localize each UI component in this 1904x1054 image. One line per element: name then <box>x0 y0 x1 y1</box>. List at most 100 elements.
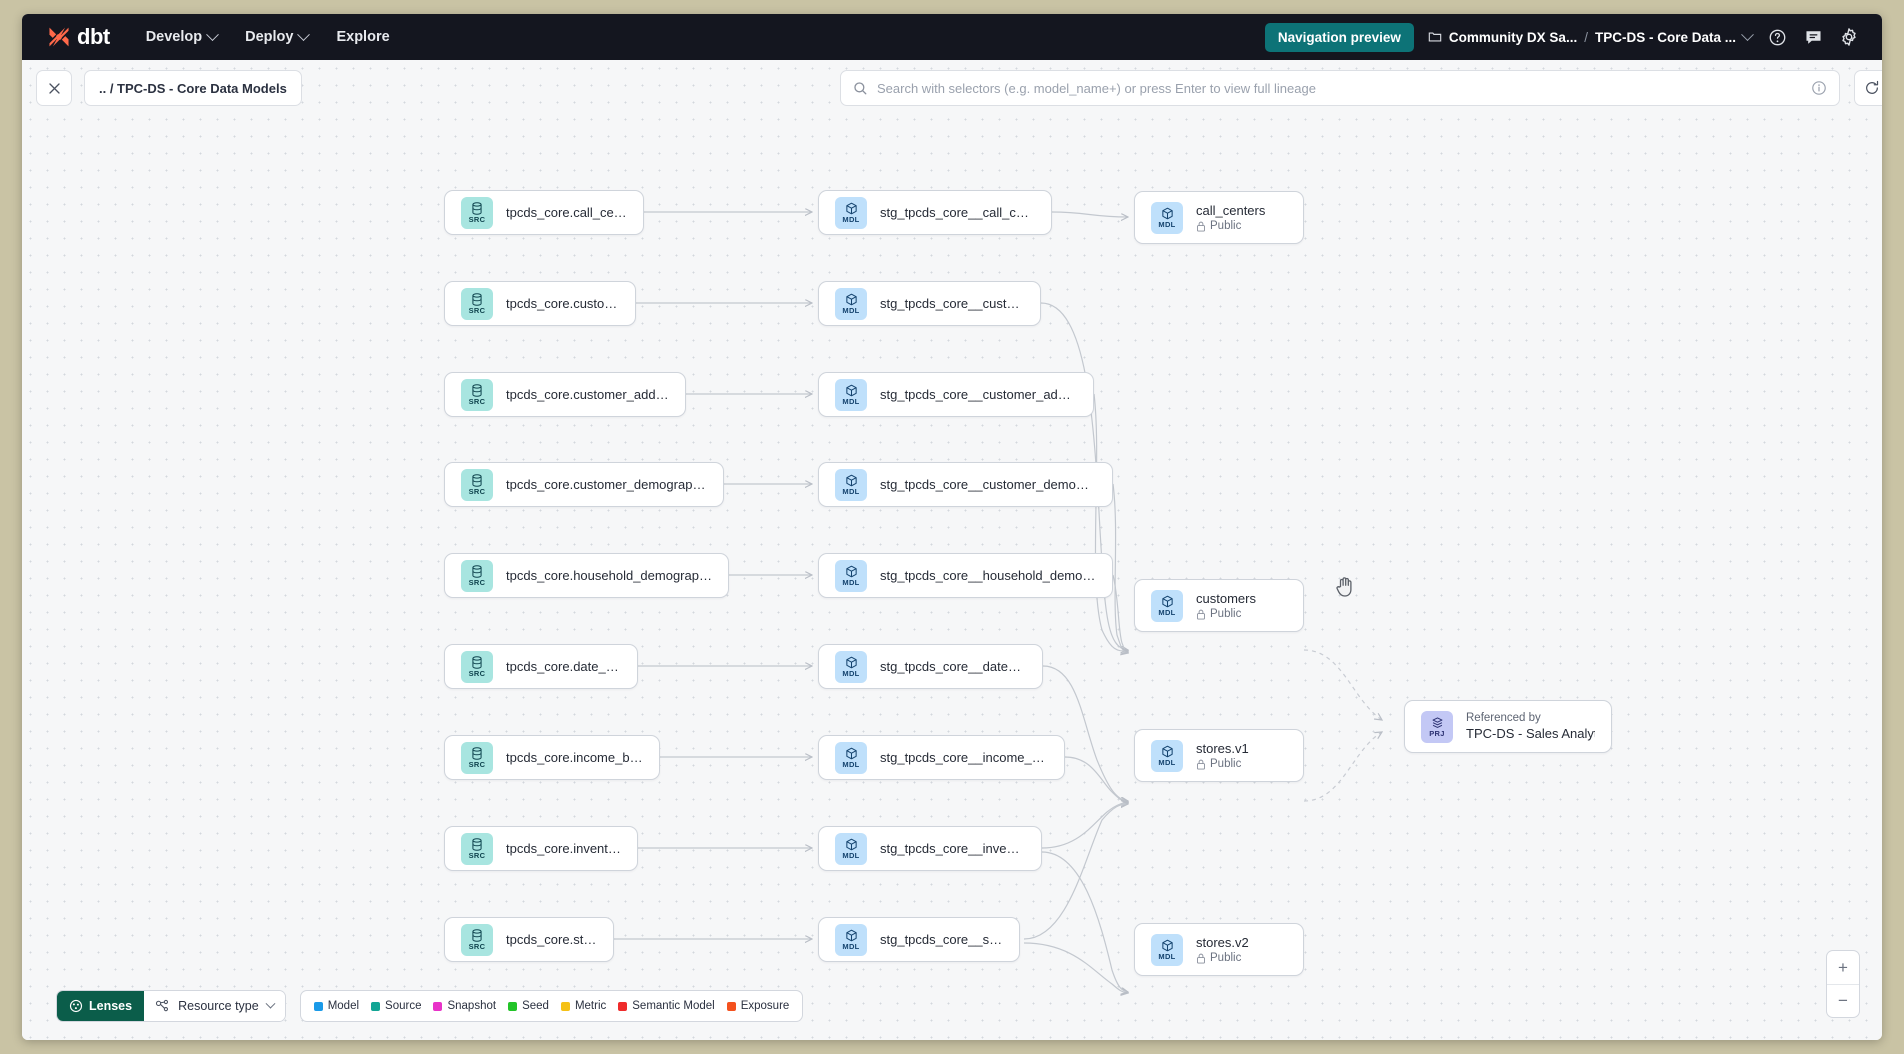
nav-item-deploy-label: Deploy <box>245 29 294 45</box>
nav-item-explore[interactable]: Explore <box>336 29 389 45</box>
lineage-toolbar: .. / TPC-DS - Core Data Models <box>22 60 1882 116</box>
lineage-node-source[interactable]: SRC tpcds_core.call_center <box>444 190 644 235</box>
top-navigation-bar: dbt Develop Deploy Explore Navigation pr… <box>22 14 1882 60</box>
model-badge: MDL <box>835 378 867 411</box>
legend-label: Exposure <box>740 1000 790 1012</box>
help-icon[interactable] <box>1766 26 1788 48</box>
resource-type-legend: Model Source Snapshot Seed Metric Semant… <box>299 990 804 1022</box>
settings-gear-icon[interactable] <box>1838 26 1860 48</box>
lineage-node-source[interactable]: SRC tpcds_core.household_demographics <box>444 553 729 598</box>
search-input[interactable] <box>877 80 1802 96</box>
model-badge-tag: MDL <box>842 578 860 587</box>
node-label: stg_tpcds_core__inventory <box>880 841 1025 856</box>
legend-label: Model <box>327 1000 360 1012</box>
lineage-node-model[interactable]: MDL stg_tpcds_core__store <box>818 917 1020 962</box>
lineage-canvas[interactable]: SRC tpcds_core.call_center SRC tpcds_cor… <box>22 60 1882 1040</box>
model-badge: MDL <box>1151 933 1183 966</box>
lineage-node-model[interactable]: MDL stg_tpcds_core__customer <box>818 281 1041 326</box>
lineage-node-public-model[interactable]: MDL stores.v2 Public <box>1134 923 1304 976</box>
cube-icon <box>1161 594 1174 608</box>
lineage-search-bar[interactable] <box>840 70 1840 106</box>
close-button[interactable] <box>36 70 72 106</box>
chevron-down-icon <box>265 998 276 1009</box>
nav-item-develop[interactable]: Develop <box>146 27 219 45</box>
source-badge-tag: SRC <box>468 942 486 951</box>
model-badge: MDL <box>835 468 867 501</box>
model-badge-tag: MDL <box>1158 608 1176 617</box>
lineage-node-source[interactable]: SRC tpcds_core.customer <box>444 281 636 326</box>
database-icon <box>471 473 483 487</box>
lineage-node-model[interactable]: MDL stg_tpcds_core__household_demogr... <box>818 553 1113 598</box>
legend-item-source: Source <box>371 1000 421 1012</box>
lineage-node-model[interactable]: MDL stg_tpcds_core__income_band <box>818 735 1065 780</box>
project-badge: PRJ <box>1421 710 1453 743</box>
refresh-button[interactable] <box>1854 70 1882 106</box>
legend-label: Snapshot <box>447 1000 497 1012</box>
node-label: stg_tpcds_core__customer_address <box>880 387 1077 402</box>
source-badge-tag: SRC <box>468 306 486 315</box>
lineage-node-source[interactable]: SRC tpcds_core.date_dim <box>444 644 638 689</box>
lineage-node-source[interactable]: SRC tpcds_core.income_band <box>444 735 660 780</box>
legend-item-seed: Seed <box>508 1000 549 1012</box>
lineage-node-source[interactable]: SRC tpcds_core.customer_demographics <box>444 462 724 507</box>
breadcrumb-separator: / <box>1584 29 1588 45</box>
model-badge-tag: MDL <box>842 215 860 224</box>
lineage-node-public-model[interactable]: MDL customers Public <box>1134 579 1304 632</box>
lineage-node-public-model[interactable]: MDL stores.v1 Public <box>1134 729 1304 782</box>
feedback-icon[interactable] <box>1802 26 1824 48</box>
model-badge: MDL <box>1151 589 1183 622</box>
legend-swatch <box>371 1001 381 1011</box>
node-access: Public <box>1196 952 1249 964</box>
lineage-node-public-model[interactable]: MDL call_centers Public <box>1134 191 1304 244</box>
database-icon <box>471 292 483 306</box>
cube-icon <box>845 746 858 760</box>
chevron-down-icon[interactable] <box>1741 27 1754 41</box>
cube-icon <box>845 655 858 669</box>
node-text-group: customers Public <box>1196 591 1256 620</box>
lineage-node-source[interactable]: SRC tpcds_core.store <box>444 917 614 962</box>
node-label: tpcds_core.date_dim <box>506 659 621 674</box>
lineage-node-project-reference[interactable]: PRJ Referenced by TPC-DS - Sales Analyti… <box>1404 700 1612 753</box>
legend-item-model: Model <box>313 1000 360 1012</box>
zoom-out-button[interactable]: − <box>1827 984 1859 1017</box>
cube-icon <box>845 837 858 851</box>
lineage-node-model[interactable]: MDL stg_tpcds_core__inventory <box>818 826 1042 871</box>
node-access: Public <box>1196 608 1256 620</box>
node-access-label: Public <box>1210 758 1242 770</box>
lineage-node-source[interactable]: SRC tpcds_core.inventory <box>444 826 638 871</box>
database-icon <box>471 383 483 397</box>
info-icon[interactable] <box>1811 80 1827 96</box>
resource-type-label: Resource type <box>178 999 259 1013</box>
source-badge: SRC <box>461 468 493 501</box>
lineage-node-model[interactable]: MDL stg_tpcds_core__customer_demogra... <box>818 462 1113 507</box>
lock-icon <box>1197 221 1206 231</box>
lineage-breadcrumb[interactable]: .. / TPC-DS - Core Data Models <box>84 70 302 106</box>
refresh-icon <box>1866 80 1879 94</box>
nav-item-deploy[interactable]: Deploy <box>245 27 311 45</box>
node-access-label: Public <box>1210 608 1242 620</box>
lineage-node-model[interactable]: MDL stg_tpcds_core__customer_address <box>818 372 1094 417</box>
model-badge-tag: MDL <box>1158 952 1176 961</box>
node-text-group: stores.v1 Public <box>1196 741 1249 770</box>
cube-icon <box>845 383 858 397</box>
database-icon <box>471 564 483 578</box>
lineage-node-model[interactable]: MDL stg_tpcds_core__call_center <box>818 190 1052 235</box>
resource-type-dropdown[interactable]: Resource type <box>144 991 285 1021</box>
legend-swatch <box>313 1001 323 1011</box>
node-label: customers <box>1196 591 1256 606</box>
model-badge-tag: MDL <box>842 669 860 678</box>
database-icon <box>471 837 483 851</box>
project-name[interactable]: TPC-DS - Core Data ... <box>1594 29 1736 45</box>
zoom-in-button[interactable]: + <box>1838 957 1848 977</box>
navigation-preview-button[interactable]: Navigation preview <box>1264 22 1414 52</box>
folder-icon <box>1428 32 1442 42</box>
lock-icon <box>1197 953 1206 963</box>
model-badge-tag: MDL <box>1158 758 1176 767</box>
dbt-logo[interactable]: dbt <box>38 24 110 50</box>
account-name[interactable]: Community DX Sa... <box>1448 29 1578 45</box>
lineage-node-model[interactable]: MDL stg_tpcds_core__date_dim <box>818 644 1043 689</box>
node-text-group: call_centers Public <box>1196 203 1265 232</box>
lineage-node-source[interactable]: SRC tpcds_core.customer_address <box>444 372 686 417</box>
lenses-button[interactable]: Lenses <box>57 991 145 1021</box>
referenced-by-label: Referenced by <box>1466 712 1541 724</box>
